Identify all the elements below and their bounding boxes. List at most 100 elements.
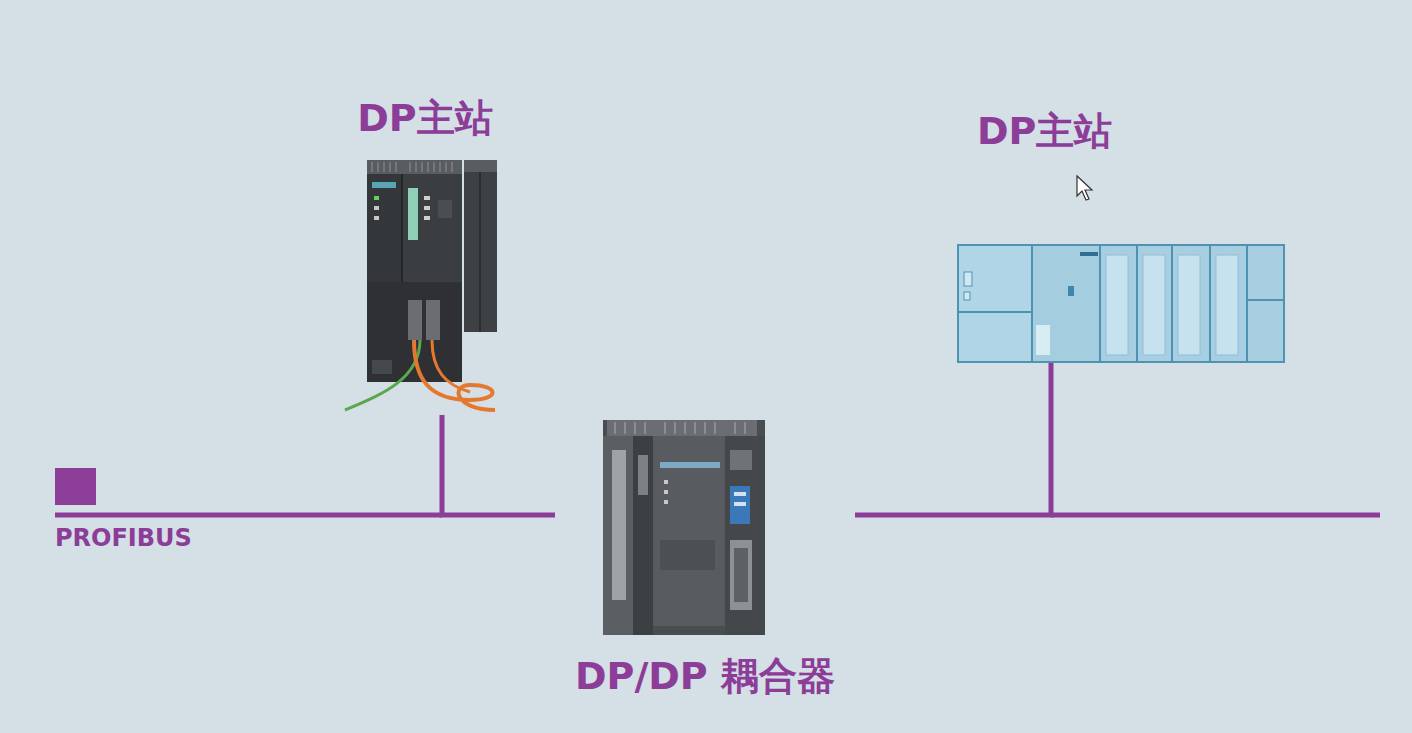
illustration-part	[664, 422, 666, 434]
dp-dp-coupler	[603, 420, 765, 635]
illustration-part	[372, 182, 396, 188]
illustration-part	[426, 300, 440, 340]
bus-name: PROFIBUS	[55, 524, 192, 552]
illustration-part	[660, 540, 715, 570]
s7-300-plc	[958, 245, 1284, 362]
illustration-part	[372, 360, 392, 374]
illustration-part	[958, 245, 1284, 362]
illustration-part	[1143, 255, 1165, 355]
illustration-part	[725, 436, 765, 635]
illustration-part	[607, 420, 757, 436]
illustration-part	[445, 162, 447, 172]
illustration-part	[614, 422, 616, 434]
illustration-part	[958, 245, 1032, 362]
illustration-part	[439, 162, 441, 172]
illustration-part	[427, 162, 429, 172]
illustration-part	[603, 436, 633, 635]
illustration-part	[664, 480, 668, 484]
illustration-part	[734, 548, 748, 602]
illustration-part	[424, 216, 430, 220]
node-label: DP/DP 耦合器	[575, 654, 835, 700]
illustration-part	[734, 492, 746, 496]
illustration-part	[414, 340, 495, 410]
s7-400-plc	[345, 160, 497, 410]
bus-connector	[855, 362, 1051, 515]
coupler-device: DP/DP 耦合器	[555, 418, 855, 708]
illustration-part	[464, 160, 497, 332]
illustration-part	[1247, 299, 1284, 301]
illustration-part	[374, 216, 379, 220]
illustration-part	[408, 300, 422, 340]
illustration-part	[372, 162, 452, 172]
illustration-part	[624, 422, 626, 434]
illustration-part	[1178, 255, 1200, 355]
illustration-part	[1106, 255, 1128, 355]
illustration-part	[367, 282, 462, 382]
illustration-part	[424, 196, 430, 200]
illustration-part	[389, 162, 391, 172]
illustration-part	[383, 162, 385, 172]
illustration-part	[409, 162, 411, 172]
illustration-part	[644, 422, 646, 434]
illustration-part	[421, 162, 423, 172]
illustration-part	[451, 162, 453, 172]
master-station: DP主站	[340, 92, 510, 415]
illustration-part	[730, 450, 752, 470]
illustration-part	[634, 422, 636, 434]
illustration-part	[674, 422, 676, 434]
illustration-part	[664, 500, 668, 504]
illustration-part	[730, 540, 752, 610]
illustration-part	[1100, 245, 1137, 362]
illustration-part	[638, 455, 648, 495]
illustration-part	[395, 162, 397, 172]
bus-symbol	[55, 468, 96, 505]
illustration-part	[367, 160, 462, 174]
node-label: DP主站	[357, 96, 492, 142]
illustration-part	[1080, 252, 1098, 256]
illustration-part	[479, 172, 481, 332]
illustration-part	[704, 422, 706, 434]
illustration-part	[408, 188, 418, 240]
illustration-part	[603, 420, 765, 635]
master-station: DP主站	[955, 105, 1287, 362]
illustration-part	[615, 422, 745, 434]
illustration-part	[660, 462, 720, 468]
illustration-part	[1216, 255, 1238, 355]
illustration-part	[612, 450, 626, 600]
bus-wire	[1051, 513, 1380, 518]
illustration-part	[730, 486, 750, 524]
bus-wire	[55, 513, 442, 518]
illustration-part	[1247, 245, 1284, 362]
illustration-part	[964, 272, 972, 286]
illustration-part	[1172, 245, 1210, 362]
illustration-part	[1068, 286, 1074, 296]
illustration-part	[377, 162, 379, 172]
mouse-cursor	[1077, 176, 1092, 200]
illustration-part	[1036, 325, 1050, 355]
illustration-part	[464, 160, 497, 172]
illustration-part	[684, 422, 686, 434]
illustration-part	[664, 490, 668, 494]
illustration-part	[415, 162, 417, 172]
illustration-part	[694, 422, 696, 434]
illustration-part	[1210, 245, 1247, 362]
illustration-part	[1137, 245, 1172, 362]
illustration-part	[438, 200, 452, 218]
illustration-part	[1032, 245, 1100, 362]
illustration-part	[958, 311, 1032, 313]
node-label: DP主站	[977, 109, 1112, 155]
illustration-part	[964, 292, 970, 300]
illustration-part	[734, 502, 746, 506]
illustration-part	[734, 422, 736, 434]
illustration-part	[374, 206, 379, 210]
illustration-part	[714, 422, 716, 434]
illustration-part	[424, 206, 430, 210]
illustration-part	[744, 422, 746, 434]
illustration-part	[433, 162, 435, 172]
illustration-part	[633, 436, 653, 635]
illustration-part	[653, 436, 725, 626]
illustration-part	[371, 162, 373, 172]
illustration-part	[432, 340, 470, 392]
